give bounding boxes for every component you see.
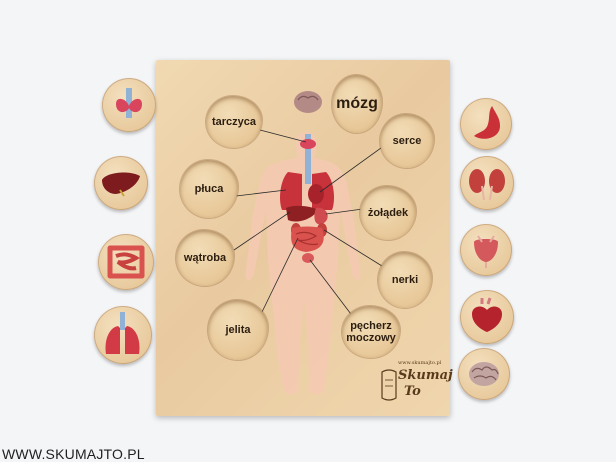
label-zoladek: żołądek bbox=[367, 207, 409, 219]
label-jelita: jelita bbox=[225, 324, 251, 336]
label-mozg: mózg bbox=[336, 95, 378, 112]
disc-intestines[interactable] bbox=[98, 234, 154, 290]
logo-url: www.skumajto.pl bbox=[398, 360, 442, 366]
liver-icon bbox=[102, 172, 140, 197]
disc-bladder[interactable] bbox=[460, 224, 512, 276]
human-body-figure bbox=[233, 91, 393, 395]
label-pecherz: pęcherz moczowy bbox=[342, 320, 400, 344]
logo-line2: To bbox=[404, 384, 421, 399]
slot-pluca[interactable]: płuca bbox=[180, 160, 238, 218]
slot-zoladek[interactable]: żołądek bbox=[360, 186, 416, 240]
thyroid-icon bbox=[116, 88, 142, 118]
stomach-icon bbox=[474, 106, 500, 139]
label-pecherz-line1: pęcherz bbox=[350, 320, 392, 332]
disc-heart[interactable] bbox=[460, 290, 514, 344]
slot-tarczyca[interactable]: tarczyca bbox=[206, 96, 262, 148]
logo-line1: Skumaj bbox=[398, 368, 453, 383]
slot-pecherz[interactable]: pęcherz moczowy bbox=[342, 306, 400, 358]
brain-icon bbox=[469, 362, 499, 386]
intestines-icon bbox=[107, 245, 145, 279]
lungs-icon bbox=[105, 312, 140, 354]
slot-nerki[interactable]: nerki bbox=[378, 252, 432, 308]
disc-stomach[interactable] bbox=[460, 98, 512, 150]
stomach-icon bbox=[314, 207, 328, 225]
brain-icon bbox=[294, 91, 322, 113]
kidneys-icon bbox=[469, 169, 505, 201]
disc-liver[interactable] bbox=[94, 156, 148, 210]
label-serce: serce bbox=[392, 135, 422, 147]
skumajto-logo: www.skumajto.pl Skumaj To bbox=[378, 360, 453, 408]
connector-lines bbox=[233, 129, 393, 327]
heart-icon bbox=[472, 297, 502, 332]
disc-kidneys[interactable] bbox=[460, 156, 514, 210]
disc-lungs[interactable] bbox=[94, 306, 152, 364]
disc-brain[interactable] bbox=[458, 348, 510, 400]
footer-watermark: WWW.SKUMAJTO.PL bbox=[2, 446, 145, 462]
wooden-puzzle-board: mózg tarczyca serce płuca żołądek wątrob… bbox=[156, 60, 450, 416]
label-pecherz-line2: moczowy bbox=[346, 332, 396, 344]
bladder-icon bbox=[302, 253, 314, 263]
slot-serce[interactable]: serce bbox=[380, 114, 434, 168]
body-silhouette bbox=[245, 132, 361, 395]
heart-icon bbox=[308, 184, 324, 204]
thyroid-icon bbox=[300, 139, 316, 149]
label-nerki: nerki bbox=[391, 274, 419, 286]
trachea-icon bbox=[305, 134, 311, 184]
label-tarczyca: tarczyca bbox=[211, 116, 257, 128]
slot-watroba[interactable]: wątroba bbox=[176, 230, 234, 286]
bladder-icon bbox=[474, 235, 498, 268]
slot-mozg[interactable]: mózg bbox=[332, 75, 382, 133]
slot-jelita[interactable]: jelita bbox=[208, 300, 268, 360]
label-pluca: płuca bbox=[194, 183, 224, 195]
lungs-icon bbox=[280, 172, 302, 210]
label-watroba: wątroba bbox=[183, 252, 227, 264]
disc-thyroid[interactable] bbox=[102, 78, 156, 132]
scroll-icon bbox=[381, 369, 397, 401]
liver-icon bbox=[286, 205, 318, 222]
